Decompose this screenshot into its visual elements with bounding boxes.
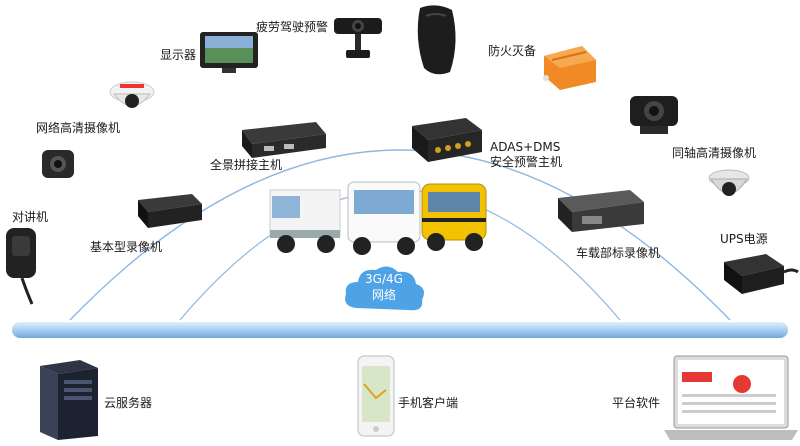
- label-network-line1: 3G/4G: [365, 272, 403, 286]
- label-vehicle-recorder: 车载部标录像机: [576, 246, 661, 260]
- label-fatigue-warning: 疲劳驾驶预警: [256, 20, 329, 34]
- smartphone-icon: [357, 355, 395, 437]
- dvr-box-icon: [242, 122, 326, 158]
- label-fire-suppression: 防火灭备: [488, 44, 537, 58]
- label-adas-dms-line1: ADAS+DMS: [490, 140, 561, 154]
- dashcam-icon: [334, 18, 382, 58]
- label-coax-hd-camera: 同轴高清摄像机: [672, 146, 757, 160]
- label-mobile-client: 手机客户端: [398, 396, 459, 410]
- ups-icon: [724, 254, 799, 294]
- network-cloud-icon: [345, 266, 424, 311]
- label-adas-dms-line2: 安全预警主机: [490, 155, 563, 169]
- vehicle-recorder-icon: [558, 190, 644, 232]
- bullet-camera-icon: [630, 96, 678, 134]
- basic-recorder-icon: [138, 194, 202, 228]
- label-ups-power: UPS电源: [720, 232, 768, 246]
- fatigue-sensor-icon: [417, 5, 456, 75]
- side-camera-icon: [42, 150, 74, 178]
- monitor-icon: [200, 32, 258, 73]
- server-tower-icon: [40, 360, 98, 440]
- label-network-hd-camera: 网络高清摄像机: [36, 121, 121, 135]
- adas-dms-box-icon: [412, 118, 482, 162]
- dome-camera-right-icon: [708, 169, 750, 196]
- label-platform-software: 平台软件: [612, 396, 661, 410]
- label-cloud-server: 云服务器: [104, 396, 153, 410]
- label-network-line2: 网络: [371, 288, 396, 302]
- dome-camera-icon: [109, 81, 155, 108]
- fire-unit-icon: [543, 46, 596, 90]
- vehicles-icon: [269, 181, 487, 255]
- label-display: 显示器: [160, 48, 197, 62]
- label-panoramic-host: 全景拼接主机: [210, 158, 283, 172]
- label-basic-recorder: 基本型录像机: [90, 240, 163, 254]
- network-bus-bar: [12, 322, 788, 338]
- laptop-icon: [664, 355, 798, 440]
- label-intercom: 对讲机: [12, 210, 49, 224]
- radio-mic-icon: [6, 228, 36, 305]
